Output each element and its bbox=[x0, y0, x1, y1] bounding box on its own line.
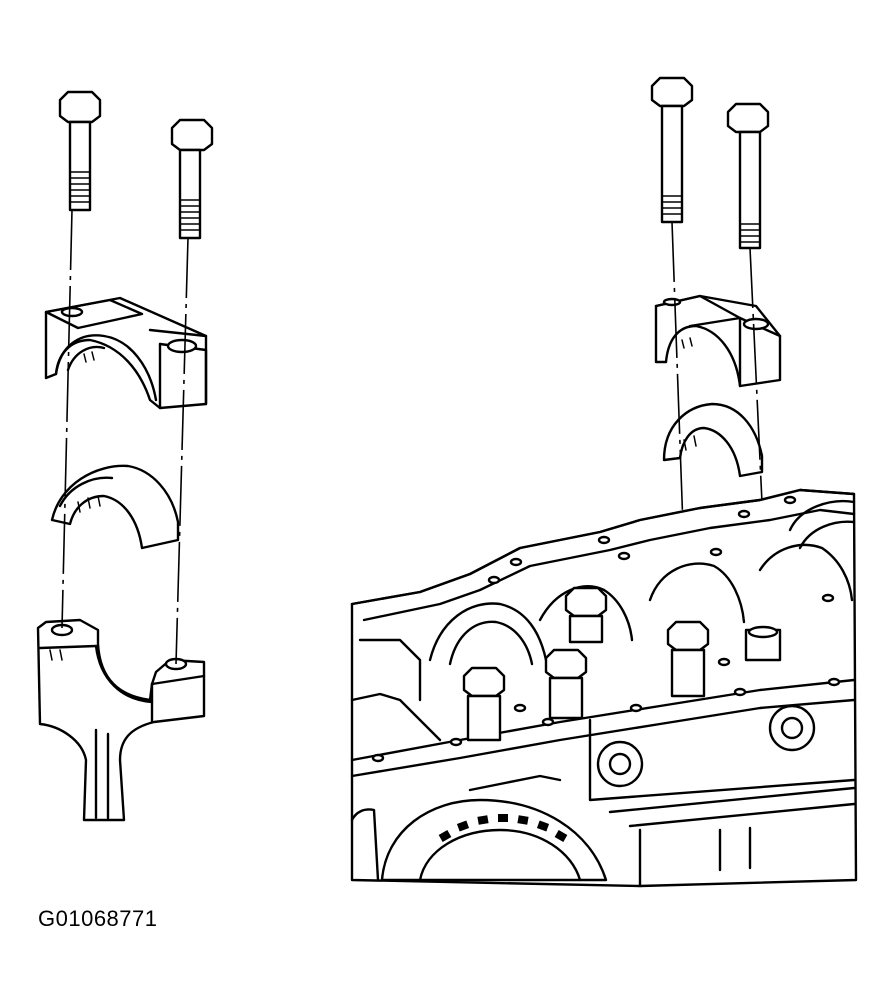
rod-cap-bolt-right bbox=[170, 118, 214, 240]
engine-block bbox=[350, 488, 858, 888]
connecting-rod bbox=[36, 618, 206, 822]
main-cap-bolt-left bbox=[650, 76, 694, 224]
block-bolt-5 bbox=[744, 625, 782, 662]
crankshaft-pulley bbox=[350, 798, 608, 882]
connecting-rod-assembly bbox=[36, 90, 214, 822]
main-bearing-cap bbox=[654, 294, 782, 388]
main-bearing-assembly bbox=[350, 76, 858, 888]
rod-bearing-cap bbox=[44, 296, 208, 410]
rod-cap-bolt-left bbox=[58, 90, 102, 212]
block-bolt-1 bbox=[462, 666, 506, 742]
mount-boss-right bbox=[768, 704, 816, 752]
main-cap-bolt-right bbox=[726, 102, 770, 250]
block-bolt-4 bbox=[666, 620, 710, 698]
block-bolt-3 bbox=[564, 586, 608, 644]
mount-boss-left bbox=[596, 740, 644, 788]
block-bolt-2 bbox=[544, 648, 588, 720]
figure-code: G01068771 bbox=[38, 906, 158, 931]
main-bearing-insert bbox=[662, 402, 764, 478]
rod-bearing-insert bbox=[50, 464, 180, 550]
